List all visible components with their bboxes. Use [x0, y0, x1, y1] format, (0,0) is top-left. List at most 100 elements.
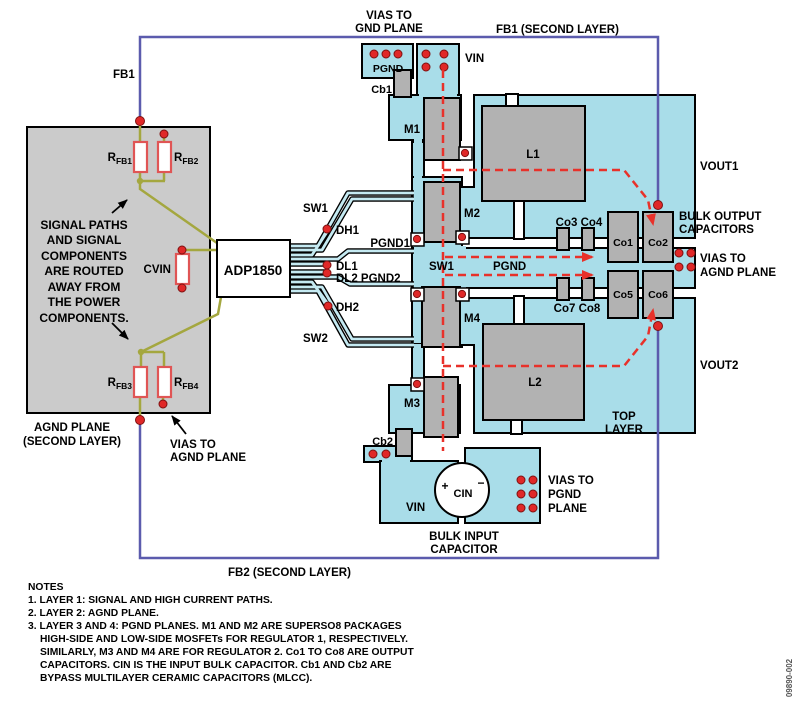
arrow-to-lower-signal-path [111, 322, 129, 340]
feedback-routes [138, 35, 660, 560]
vin-bottom-label: VIN [406, 502, 425, 514]
signal-note-line4: ARE ROUTED [44, 264, 124, 278]
signal-note-line2: AND SIGNAL [47, 233, 122, 247]
vout2-label: VOUT2 [700, 360, 738, 372]
agnd-plane-label-1: AGND PLANE [34, 422, 110, 434]
vias-gnd-label-1: VIAS TO [366, 10, 412, 22]
co6-label: Co6 [648, 289, 668, 301]
signal-note-line3: COMPONENTS [41, 249, 127, 263]
cin-label: CIN [454, 488, 473, 500]
controller-traces [290, 190, 414, 348]
mosfet-m4 [421, 286, 461, 348]
pin-dh2-label: DH2 [336, 302, 359, 314]
bulk-output-label-2: CAPACITORS [679, 224, 754, 236]
resistor-rfb3 [132, 365, 149, 399]
chip-adp1850 [216, 239, 291, 298]
signal-area [26, 121, 223, 420]
notes-line-2: 2. LAYER 2: AGND PLANE. [28, 608, 159, 619]
notes-line-1: 1. LAYER 1: SIGNAL AND HIGH CURRENT PATH… [28, 595, 273, 606]
cb1-label: Cb1 [371, 84, 392, 96]
cap-cb2 [395, 428, 413, 457]
slot-l1-vout1 [513, 197, 525, 240]
notes-line-3: 3. LAYER 3 AND 4: PGND PLANES. M1 AND M2… [28, 621, 402, 632]
signal-note-line1: SIGNAL PATHS [40, 218, 127, 232]
bulk-output-label-1: BULK OUTPUT [679, 211, 761, 223]
fb2-layer-label: FB2 (SECOND LAYER) [228, 567, 351, 579]
adp1850-label: ADP1850 [224, 263, 283, 278]
fb1-label: FB1 [113, 69, 135, 81]
cap-cin [434, 462, 490, 518]
l2-label: L2 [528, 377, 541, 389]
pin-pgnd1-label: PGND1 [370, 238, 410, 250]
vias-gnd-label-2: GND PLANE [355, 23, 423, 35]
rfb2-label: RFB2 [174, 152, 199, 166]
vias-agnd-bl-label-2: AGND PLANE [170, 452, 246, 464]
cap-co8 [581, 277, 595, 301]
m2-label: M2 [464, 208, 480, 220]
signal-traces [136, 121, 223, 420]
signal-note-line5: AWAY FROM [48, 280, 121, 294]
cap-co4 [581, 227, 595, 251]
slot-bottom [510, 418, 523, 435]
co2-label: Co2 [648, 237, 668, 249]
arrow-to-agnd-via [171, 415, 187, 435]
vias-pgnd-label-1: VIAS TO [548, 475, 594, 487]
pin-dl2-pgnd2-label: DL2 PGND2 [336, 273, 401, 285]
m4-label: M4 [464, 313, 481, 325]
agnd-plane-label-2: (SECOND LAYER) [23, 436, 121, 448]
vias-agnd-label-1: VIAS TO [700, 253, 746, 265]
inductor-l1 [481, 105, 586, 202]
vias-agnd-label-2: AGND PLANE [700, 267, 776, 279]
notes-title: NOTES [28, 582, 64, 593]
power-components [393, 69, 674, 457]
bridge-m1-sw1 [411, 141, 425, 180]
cap-co5 [607, 270, 639, 319]
pgnd-pad-label: PGND [373, 63, 404, 75]
labels: VIAS TO GND PLANE FB1 (SECOND LAYER) FB1… [23, 10, 776, 579]
top-layer-label-1: TOP [612, 411, 636, 423]
pgnd-current-paths [441, 70, 657, 451]
slot-vout2-l2 [513, 295, 525, 327]
cap-cb1 [393, 69, 412, 98]
arrow-to-upper-signal-path [111, 199, 128, 214]
rfb4-label: RFB4 [174, 377, 199, 391]
cvin-label: CVIN [144, 264, 171, 276]
notes-line-7: BYPASS MULTILAYER CERAMIC CAPACITORS (ML… [40, 673, 312, 684]
cin-minus: − [477, 476, 484, 490]
rfb1-label: RFB1 [108, 152, 133, 166]
pgnd-plane-label: PGND [493, 261, 526, 273]
m3-label: M3 [404, 398, 420, 410]
bulk-input-label-1: BULK INPUT [429, 531, 499, 543]
cap-co1 [607, 211, 639, 263]
pin-dl1-label: DL1 [336, 261, 358, 273]
cap-co3 [556, 227, 570, 251]
notes-line-4: HIGH-SIDE AND LOW-SIDE MOSFETs FOR REGUL… [40, 634, 408, 645]
vout1-label: VOUT1 [700, 161, 739, 173]
vias-agnd-bl-label-1: VIAS TO [170, 439, 216, 451]
notes-line-5: SIMILARLY, M3 AND M4 ARE FOR REGULATOR 2… [40, 647, 414, 658]
rfb3-label: RFB3 [108, 377, 133, 391]
fb1-route [138, 35, 660, 202]
capacitor-cvin [174, 252, 191, 286]
signal-note-line7: COMPONENTS. [39, 311, 128, 325]
bulk-input-label-2: CAPACITOR [430, 544, 498, 556]
mosfet-m3 [423, 376, 459, 438]
m1-label: M1 [404, 124, 421, 136]
sw1-plane-label: SW1 [429, 261, 455, 273]
notes-line-6: CAPACITORS. CIN IS THE INPUT BULK CAPACI… [40, 660, 392, 671]
pgnd-path-to-co2 [443, 168, 656, 226]
inductor-l2 [482, 323, 585, 421]
vias-pgnd-label-3: PLANE [548, 503, 587, 515]
cin-plus: + [441, 479, 448, 493]
pgnd-pad-top [361, 43, 414, 79]
vias [135, 49, 696, 513]
signal-note-line6: THE POWER [48, 295, 121, 309]
fb1-layer-label: FB1 (SECOND LAYER) [496, 24, 619, 36]
resistor-rfb4 [156, 365, 173, 399]
co3-co4-label: Co3 Co4 [556, 217, 603, 229]
resistor-rfb1 [132, 140, 149, 174]
vin-top-label: VIN [465, 53, 484, 65]
notes-block: NOTES 1. LAYER 1: SIGNAL AND HIGH CURREN… [28, 582, 414, 684]
